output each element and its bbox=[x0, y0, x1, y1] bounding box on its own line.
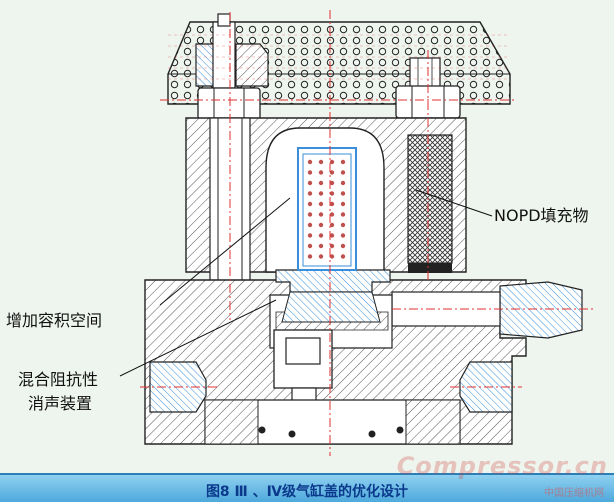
filter-hole bbox=[329, 233, 335, 238]
watermark-logo: Compressor.cn bbox=[396, 452, 608, 480]
filter-hole bbox=[307, 170, 313, 175]
filter-hole bbox=[340, 180, 346, 186]
filter-hole bbox=[307, 212, 313, 217]
filter-hole bbox=[340, 243, 346, 249]
left-valve-insert bbox=[195, 13, 269, 89]
lower-body bbox=[144, 269, 583, 445]
filter-hole bbox=[329, 201, 335, 207]
filter-hole bbox=[329, 170, 335, 175]
filter-hole bbox=[329, 254, 335, 259]
filter-hole bbox=[340, 233, 346, 238]
filter-hole bbox=[340, 212, 346, 217]
filter-hole bbox=[307, 191, 313, 196]
filter-hole bbox=[307, 159, 313, 165]
watermark-subtext: 中国压缩机网 bbox=[544, 488, 604, 499]
filter-hole bbox=[340, 222, 346, 228]
filter-hole bbox=[329, 159, 335, 165]
filter-hole bbox=[340, 159, 346, 165]
nopd-fill-label: NOPD填充物 bbox=[494, 206, 589, 225]
filter-hole bbox=[318, 159, 324, 165]
filter-hole bbox=[307, 201, 313, 207]
centerline-grid bbox=[168, 34, 510, 80]
filter-hole bbox=[307, 243, 313, 249]
filter-hole bbox=[318, 170, 324, 175]
filter-hole bbox=[340, 201, 346, 207]
filter-hole bbox=[329, 180, 335, 186]
filter-hole bbox=[329, 191, 335, 196]
filter-hole bbox=[318, 243, 324, 249]
filter-hole bbox=[340, 191, 346, 196]
left-nut bbox=[197, 87, 261, 121]
filter-hole bbox=[318, 222, 324, 228]
filter-hole bbox=[307, 180, 313, 186]
filter-hole bbox=[307, 222, 313, 228]
cylinder-head-drawing bbox=[119, 10, 596, 456]
centerlines bbox=[140, 10, 596, 456]
filter-hole bbox=[318, 254, 324, 259]
filter-hole bbox=[318, 212, 324, 217]
filter-hole bbox=[329, 243, 335, 249]
figure-caption: 图8 Ⅲ 、Ⅳ级气缸盖的优化设计 bbox=[205, 484, 409, 500]
filter-hole bbox=[307, 254, 313, 259]
filter-hole bbox=[318, 191, 324, 196]
filter-hole bbox=[340, 254, 346, 259]
filter-hole bbox=[329, 222, 335, 228]
filter-hole bbox=[318, 180, 324, 186]
filter-element bbox=[297, 147, 357, 271]
mixed-impedance-label-line1: 混合阻抗性 bbox=[18, 370, 99, 389]
filter-hole bbox=[340, 170, 346, 175]
leader-lines bbox=[119, 189, 493, 377]
filter-hole bbox=[318, 201, 324, 207]
filter-hole bbox=[318, 233, 324, 238]
mixed-impedance-label-line2: 消声装置 bbox=[28, 394, 93, 413]
caption-bar: 图8 Ⅲ 、Ⅳ级气缸盖的优化设计 bbox=[0, 473, 614, 502]
filter-hole bbox=[307, 233, 313, 238]
filter-hole bbox=[329, 212, 335, 217]
increase-volume-label: 增加容积空间 bbox=[6, 311, 103, 330]
